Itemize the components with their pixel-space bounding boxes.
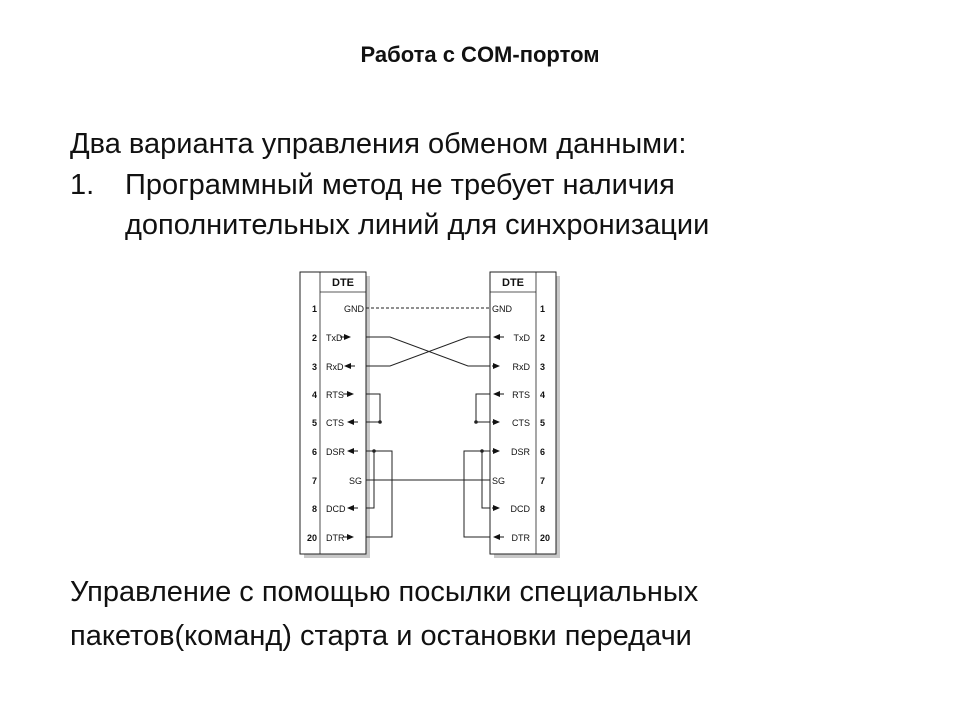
left-arrow-shafts xyxy=(340,336,358,538)
left-dtr-wire xyxy=(366,450,393,538)
left-pin-row: 6 DSR xyxy=(312,447,346,457)
right-pin-row: RTS 4 xyxy=(512,390,545,400)
right-pin-row: CTS 5 xyxy=(512,418,545,428)
pin-signal: CTS xyxy=(512,418,530,428)
arrow-right-icon xyxy=(347,391,354,397)
arrow-left-icon xyxy=(347,419,354,425)
item-number: 1. xyxy=(70,169,95,201)
arrow-left-icon xyxy=(347,448,354,454)
slide-title: Работа с COM-портом xyxy=(360,42,600,67)
intro-text: Два варианта управления обменом данными: xyxy=(70,128,687,160)
left-header: DTE xyxy=(332,277,354,289)
pin-number: 1 xyxy=(540,304,545,314)
item-text: Программный метод не требует наличия доп… xyxy=(125,165,709,245)
left-pin-row: 20 DTR xyxy=(307,533,345,543)
pin-signal: DTR xyxy=(326,533,345,543)
pin-number: 7 xyxy=(540,476,545,486)
right-arrow-shafts xyxy=(492,336,504,538)
left-pin-row: 5 CTS xyxy=(312,418,344,428)
pin-number: 7 xyxy=(312,476,317,486)
pin-number: 2 xyxy=(312,333,317,343)
left-rts-cts-loop xyxy=(366,393,381,423)
outro-line-1: Управление с помощью посылки специальных xyxy=(70,576,699,608)
null-modem-diagram: DTE DTE 1 GND 2 TxD 3 RxD 4 RTS 5 CTS 6 … xyxy=(299,271,560,558)
right-rts-cts-loop xyxy=(475,393,490,423)
left-arrows xyxy=(344,334,354,540)
item-line-2: дополнительных линий для синхронизации xyxy=(125,209,710,241)
right-pin-row: DSR 6 xyxy=(511,447,545,457)
rxd-to-txd-wire xyxy=(366,336,490,367)
right-dsr-dcd-link xyxy=(481,450,490,509)
pin-number: 8 xyxy=(540,504,545,514)
right-header: DTE xyxy=(502,277,524,289)
right-pin-row: DTR 20 xyxy=(512,533,551,543)
pin-signal: DSR xyxy=(326,447,346,457)
pin-signal: TxD xyxy=(326,333,343,343)
arrow-right-icon xyxy=(347,534,354,540)
pin-signal: DTR xyxy=(512,533,531,543)
left-pin-row: 7 SG xyxy=(312,476,362,486)
pin-number: 6 xyxy=(540,447,545,457)
pin-number: 4 xyxy=(312,390,317,400)
pin-signal: RxD xyxy=(326,362,344,372)
left-pin-row: 2 TxD xyxy=(312,333,343,343)
arrow-left-icon xyxy=(347,505,354,511)
right-dtr-wire xyxy=(463,450,490,538)
pin-signal: SG xyxy=(492,476,505,486)
arrow-left-icon xyxy=(493,391,500,397)
pin-signal: DSR xyxy=(511,447,531,457)
pin-number: 3 xyxy=(312,362,317,372)
right-pin-row: SG 7 xyxy=(492,476,545,486)
item-line-1: Программный метод не требует наличия xyxy=(125,169,675,201)
left-dsr-dcd-link xyxy=(366,450,375,509)
arrow-left-icon xyxy=(344,363,351,369)
pin-number: 20 xyxy=(540,533,550,543)
pin-number: 5 xyxy=(312,418,317,428)
wiring xyxy=(366,307,490,538)
pin-signal: GND xyxy=(492,304,513,314)
right-pin-row: TxD 2 xyxy=(514,333,546,343)
pin-number: 4 xyxy=(540,390,545,400)
pin-number: 5 xyxy=(540,418,545,428)
pin-number: 3 xyxy=(540,362,545,372)
outro-line-2: пакетов(команд) старта и остановки перед… xyxy=(70,620,692,652)
pin-number: 6 xyxy=(312,447,317,457)
pin-signal: DCD xyxy=(326,504,346,514)
arrow-left-icon xyxy=(493,334,500,340)
right-dte-box xyxy=(489,271,557,555)
outro-text: Управление с помощью посылки специальных… xyxy=(70,570,698,658)
pin-signal: RTS xyxy=(326,390,344,400)
left-pin-row: 3 RxD xyxy=(312,362,344,372)
left-pin-row: 8 DCD xyxy=(312,504,346,514)
pin-number: 2 xyxy=(540,333,545,343)
right-pin-row: RxD 3 xyxy=(513,362,546,372)
pin-number: 8 xyxy=(312,504,317,514)
pin-number: 20 xyxy=(307,533,317,543)
pin-signal: TxD xyxy=(514,333,531,343)
pin-signal: RxD xyxy=(513,362,531,372)
pin-signal: DCD xyxy=(511,504,531,514)
arrow-left-icon xyxy=(493,534,500,540)
left-pin-row: 4 RTS xyxy=(312,390,344,400)
junction-dots xyxy=(372,420,484,453)
right-pin-row: DCD 8 xyxy=(511,504,546,514)
right-pin-row: GND 1 xyxy=(492,304,545,314)
pin-signal: RTS xyxy=(512,390,530,400)
left-pin-row: 1 GND xyxy=(312,304,365,314)
left-dte-box xyxy=(299,271,367,555)
pin-number: 1 xyxy=(312,304,317,314)
pin-signal: SG xyxy=(349,476,362,486)
pin-signal: GND xyxy=(344,304,365,314)
pin-signal: CTS xyxy=(326,418,344,428)
arrow-right-icon xyxy=(344,334,351,340)
